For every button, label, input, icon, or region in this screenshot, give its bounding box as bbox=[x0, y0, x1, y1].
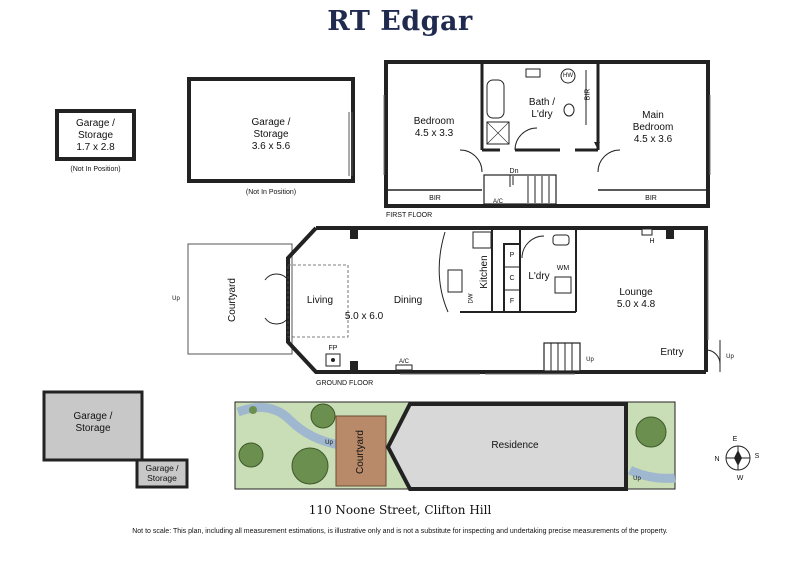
brand-title: RT Edgar bbox=[327, 6, 473, 37]
dining-label: Dining bbox=[393, 295, 423, 306]
large-garage-outline bbox=[187, 77, 355, 183]
entry-up-label: Up bbox=[726, 354, 734, 360]
site-garage-b-label: Garage / Storage bbox=[145, 463, 179, 483]
bir-label-bath: BIR bbox=[584, 88, 592, 101]
site-plan bbox=[42, 390, 676, 491]
main-bedroom-label: Main Bedroom 4.5 x 3.6 bbox=[632, 110, 674, 145]
disclaimer: Not to scale: This plan, including all m… bbox=[132, 528, 668, 535]
entry-label: Entry bbox=[660, 347, 684, 358]
large-garage-note: (Not In Position) bbox=[245, 189, 297, 196]
lounge-label: Lounge 5.0 x 4.8 bbox=[616, 287, 656, 310]
bir-label-bedroom: BIR bbox=[429, 195, 441, 202]
dw-label: DW bbox=[468, 293, 475, 304]
heater-label: H bbox=[649, 238, 655, 245]
first-floor-plan bbox=[383, 60, 711, 208]
cupboard-label: C bbox=[509, 275, 515, 282]
wm-label: WM bbox=[556, 265, 570, 272]
laundry-label: L'dry bbox=[528, 271, 550, 282]
small-garage-note: (Not In Position) bbox=[70, 166, 121, 173]
fridge-label: F bbox=[509, 298, 515, 305]
courtyard-label: Courtyard bbox=[227, 278, 238, 322]
bath-label: Bath / L'dry bbox=[528, 97, 556, 120]
ground-floor-ac-label: A/C bbox=[398, 359, 409, 365]
site-garage-a-label: Garage / Storage bbox=[73, 411, 113, 434]
bedroom-label: Bedroom 4.5 x 3.3 bbox=[413, 116, 455, 139]
compass-s: S bbox=[754, 453, 760, 460]
ground-floor-title: GROUND FLOOR bbox=[316, 380, 374, 387]
stairs-dn-label: Dn bbox=[509, 168, 519, 175]
courtyard-up-label: Up bbox=[172, 296, 180, 302]
site-up-label-1: Up bbox=[325, 440, 333, 446]
bir-label-main: BIR bbox=[645, 195, 657, 202]
living-size-label: 5.0 x 6.0 bbox=[344, 311, 384, 322]
compass-icon bbox=[725, 445, 751, 471]
kitchen-label: Kitchen bbox=[479, 255, 490, 289]
site-residence-label: Residence bbox=[491, 440, 539, 451]
site-courtyard-label: Courtyard bbox=[355, 430, 366, 474]
small-garage-label: Garage / Storage 1.7 x 2.8 bbox=[76, 118, 115, 153]
pantry-label: P bbox=[509, 252, 515, 259]
ground-floor-plan bbox=[187, 226, 721, 375]
address: 110 Noone Street, Clifton Hill bbox=[308, 503, 492, 517]
compass-n: N bbox=[714, 456, 720, 463]
small-garage-outline bbox=[55, 109, 136, 161]
fireplace-label: FP bbox=[328, 345, 338, 352]
living-label: Living bbox=[306, 295, 334, 306]
compass-e: E bbox=[732, 436, 738, 443]
first-floor-ac-label: A/C bbox=[492, 199, 503, 205]
hw-label: HW bbox=[563, 73, 573, 79]
compass-w: W bbox=[736, 475, 744, 482]
large-garage-label: Garage / Storage 3.6 x 5.6 bbox=[251, 117, 291, 152]
stairs-up-label: Up bbox=[586, 357, 594, 363]
site-up-label-2: Up bbox=[633, 476, 641, 482]
first-floor-title: FIRST FLOOR bbox=[386, 212, 433, 219]
